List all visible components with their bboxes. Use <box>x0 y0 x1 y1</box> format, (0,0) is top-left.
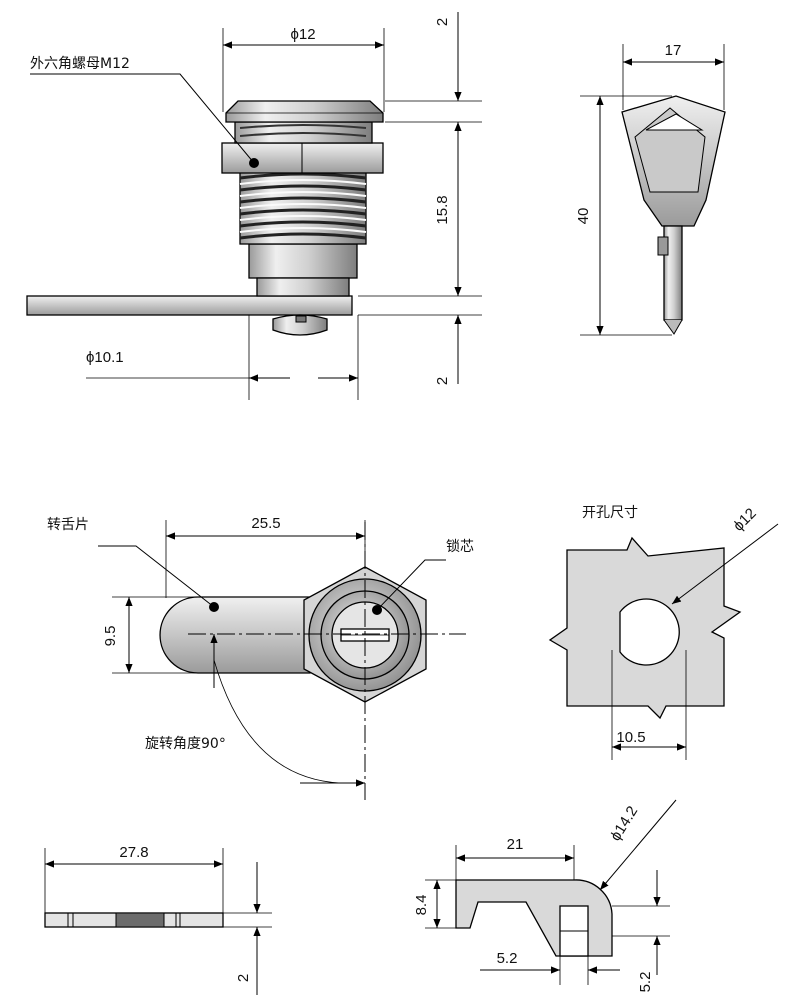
lower-cylinder <box>248 243 358 279</box>
dim-cam-width: 9.5 <box>102 626 119 647</box>
dim-cutout-diameter: ϕ12 <box>730 505 760 535</box>
dim-cam-step-b: 5.2 <box>637 972 654 993</box>
screw-head <box>272 314 328 336</box>
dim-cam-thickness: 2 <box>434 377 451 385</box>
cutout-label: 开孔尺寸 <box>582 505 638 521</box>
dim-side-length: 27.8 <box>119 844 148 861</box>
cam-tongue <box>159 596 311 674</box>
cutout-hole <box>619 598 680 666</box>
side-view <box>44 848 272 995</box>
dim-cam-reach: 21 <box>507 836 524 853</box>
hex-nut-label: 外六角螺母M12 <box>30 56 130 72</box>
cam-tongue-label: 转舌片 <box>47 517 89 533</box>
cutout-view <box>548 523 779 760</box>
dim-cutout-flat: 10.5 <box>616 729 645 746</box>
dim-cam-length: 25.5 <box>251 515 280 532</box>
dim-top-height: 2 <box>434 18 451 26</box>
dim-key-width: 17 <box>665 42 682 59</box>
dim-body-diameter: ϕ12 <box>290 26 315 43</box>
threaded-body <box>239 169 367 245</box>
top-view <box>98 520 466 800</box>
key-view <box>580 44 726 336</box>
cam-plate <box>26 295 353 316</box>
dim-cam-offset: 8.4 <box>413 895 430 916</box>
dim-bottom-diameter: ϕ10.1 <box>86 349 124 366</box>
dim-key-length: 40 <box>575 208 592 225</box>
lock-core-label: 锁芯 <box>446 539 474 555</box>
dim-cam-step-a: 5.2 <box>497 950 518 967</box>
dim-body-length: 15.8 <box>434 195 451 224</box>
lock-head <box>225 100 384 123</box>
front-view <box>26 12 482 400</box>
dim-side-thickness: 2 <box>235 974 252 982</box>
rotation-angle-label: 旋转角度90° <box>145 736 226 752</box>
dim-cam-radius: ϕ14.2 <box>607 803 641 844</box>
cam-profile-view <box>425 799 677 985</box>
